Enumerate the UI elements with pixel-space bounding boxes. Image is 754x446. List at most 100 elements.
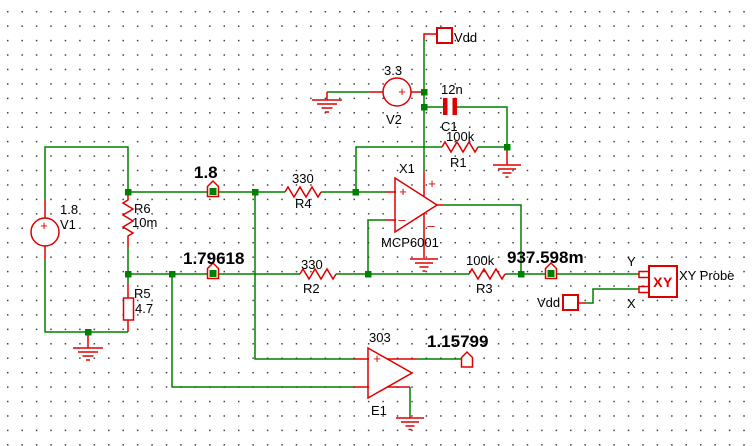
probe-vp-top-pin: [209, 188, 217, 195]
vdd-top-label: Vdd: [454, 30, 477, 45]
r1-body: [441, 140, 479, 154]
r1-label: R1: [450, 155, 467, 170]
wire-fb-up[interactable]: [355, 146, 442, 192]
r4-resistor[interactable]: 330 R4: [284, 171, 322, 211]
r1-value: 100k: [446, 129, 475, 144]
r3-resistor[interactable]: 100k R3: [466, 253, 506, 296]
x1-body: [394, 176, 439, 234]
probe-vp-top[interactable]: 1.8: [194, 163, 220, 198]
x1-in-minus-mark: –: [398, 212, 406, 227]
ground-main[interactable]: [73, 332, 103, 361]
junction: [352, 189, 359, 196]
ground-e1-symbol: [396, 415, 424, 431]
v1-value: 1.8: [60, 202, 78, 217]
probe-vp-e1-value: 1.15799: [427, 332, 488, 351]
r6-label: R6: [134, 201, 151, 216]
junction-dots: [85, 89, 525, 336]
xy-glyph: XY: [653, 274, 673, 290]
e1-plus-mark: +: [373, 351, 381, 366]
r5-value: 4.7: [135, 301, 153, 316]
r4-label: R4: [295, 196, 312, 211]
c1-value: 12n: [441, 82, 463, 97]
wire-v1-bottom[interactable]: [44, 260, 128, 333]
c1-label: C1: [441, 119, 458, 134]
ground-v2-symbol: [312, 92, 342, 113]
probe-vp-e1[interactable]: 1.15799: [427, 332, 488, 368]
probe-vp-out-value: 937.598m: [507, 248, 584, 267]
r6-body: [121, 192, 135, 247]
r2-value: 330: [301, 257, 323, 272]
vdd-top-stub: [423, 33, 437, 40]
x1-pwr-plus-mark: +: [428, 176, 436, 191]
xy-probe-name: XY Probe: [679, 268, 734, 283]
wire-v1-top[interactable]: [44, 146, 129, 200]
x1-pwr-minus-mark: –: [427, 218, 435, 233]
v2-label: V2: [386, 112, 402, 127]
vdd-port-top[interactable]: Vdd: [423, 27, 477, 45]
v2-plus-mark: +: [398, 84, 406, 99]
x1-opamp[interactable]: + – + – X1 MCP6001: [381, 161, 443, 258]
v1-label: V1: [60, 217, 76, 232]
ground-opamp[interactable]: [410, 258, 438, 272]
xy-pin-x-label: X: [627, 296, 636, 311]
xy-box: [648, 265, 678, 298]
r2-resistor[interactable]: 330 R2: [299, 257, 337, 296]
c1-plate-left: [443, 98, 448, 115]
ground-r1[interactable]: [493, 147, 521, 178]
r6-resistor[interactable]: R6 10m: [121, 192, 157, 247]
c1-plate-right: [452, 98, 457, 115]
xy-pin-y-label: Y: [627, 254, 636, 269]
r4-value: 330: [292, 171, 314, 186]
v2-value: 3.3: [384, 63, 402, 78]
r3-body: [468, 267, 506, 281]
junction: [421, 89, 428, 96]
v2-voltage-source[interactable]: + 3.3 V2: [370, 63, 424, 127]
r6-value: 10m: [132, 215, 157, 230]
vdd-bottom-box: [562, 294, 579, 311]
probe-vp-mid[interactable]: 1.79618: [183, 249, 244, 280]
e1-gain: 303: [369, 330, 391, 345]
x1-label: X1: [399, 161, 415, 176]
junction: [504, 144, 511, 151]
wire-to-e1-minus[interactable]: [171, 274, 353, 388]
wire-opamp-minus[interactable]: [367, 219, 385, 274]
junction: [518, 271, 525, 278]
probe-vp-out-pin: [547, 270, 555, 277]
ground-v2[interactable]: [312, 92, 342, 113]
ground-main-symbol: [73, 332, 103, 361]
vdd-top-box: [436, 27, 453, 44]
r5-resistor[interactable]: R5 4.7: [122, 283, 154, 332]
x1-in-plus-mark: +: [399, 184, 407, 199]
wire-opamp-out[interactable]: [443, 204, 522, 274]
vdd-bottom-label: Vdd: [537, 295, 560, 310]
vdd-port-bottom[interactable]: Vdd: [537, 294, 586, 311]
r1-resistor[interactable]: 100k R1: [441, 129, 479, 170]
v2-body: [382, 77, 412, 107]
probe-vp-mid-pin: [209, 270, 217, 277]
r3-label: R3: [476, 281, 493, 296]
junction: [125, 271, 132, 278]
wire-vddx[interactable]: [586, 288, 639, 304]
xy-pin-y: [638, 270, 650, 279]
c1-capacitor[interactable]: 12n C1: [441, 82, 463, 134]
junction: [169, 271, 176, 278]
probe-vp-e1-symbol: [460, 350, 474, 368]
wire-to-e1-plus[interactable]: [254, 192, 353, 360]
ground-e1[interactable]: [396, 415, 424, 431]
e1-controlled-source[interactable]: + 303 E1: [353, 330, 417, 418]
xy-pin-x: [638, 285, 650, 294]
xy-probe[interactable]: XY Y X XY Probe: [627, 254, 734, 311]
ground-r1-symbol: [493, 147, 521, 178]
wire-c1-right[interactable]: [457, 106, 508, 147]
x1-part: MCP6001: [381, 235, 439, 250]
r5-body: [122, 297, 135, 321]
r3-value: 100k: [466, 253, 495, 268]
junction: [365, 271, 372, 278]
v1-body: [30, 217, 60, 247]
probe-vp-out[interactable]: 937.598m: [507, 248, 584, 280]
probe-vp-top-value: 1.8: [194, 163, 218, 182]
r4-body: [284, 185, 322, 199]
junction: [125, 189, 132, 196]
v1-voltage-source[interactable]: + 1.8 V1: [30, 200, 78, 260]
e1-body: [367, 346, 414, 400]
